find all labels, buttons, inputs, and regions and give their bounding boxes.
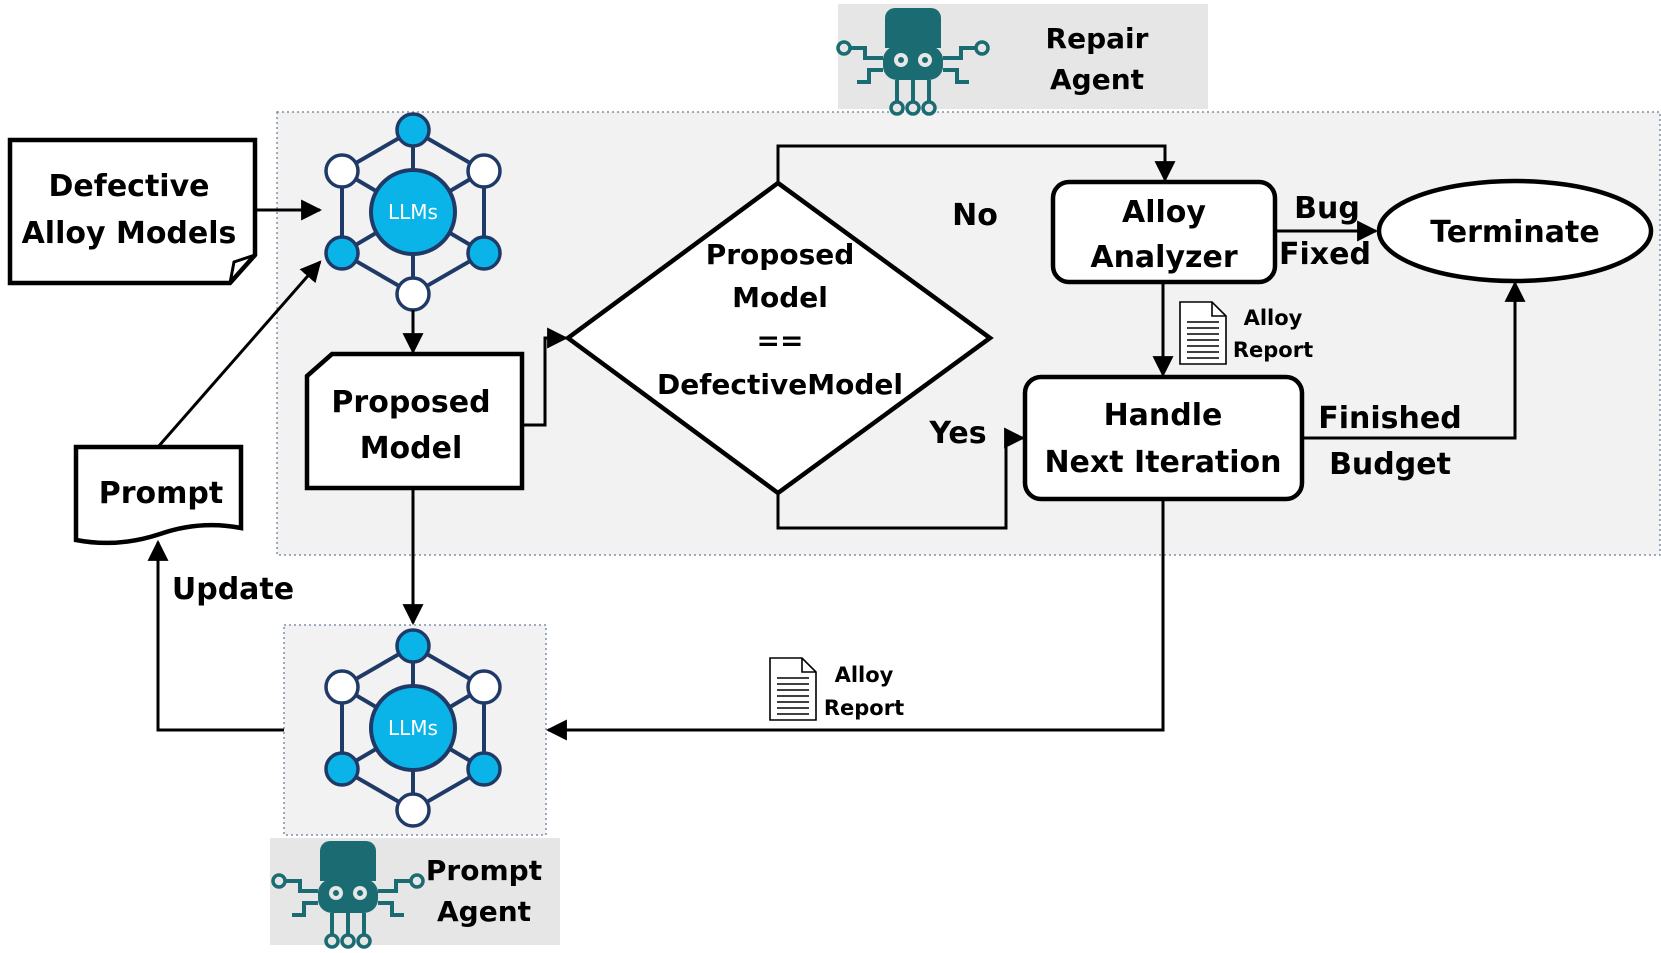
- defective-models-label-1: Defective: [49, 169, 210, 204]
- edge-label-budget: Budget: [1329, 447, 1451, 482]
- defective-models-label-2: Alloy Models: [22, 216, 237, 251]
- arrow-proposed-to-decision: [522, 327, 569, 427]
- edge-label-bug: Bug: [1294, 191, 1360, 226]
- proposed-model-label-1: Proposed: [331, 385, 490, 420]
- alloy-report-icon-top: [1179, 301, 1227, 365]
- llm-network-icon-bottom: LLMs: [324, 628, 502, 828]
- prompt-node: [73, 444, 244, 546]
- decision-label-3: ==: [757, 324, 804, 357]
- handle-next-iteration-node: [1022, 374, 1305, 502]
- decision-label-2: Model: [732, 281, 828, 314]
- arrow-handle-to-prompt-agent: [545, 499, 1165, 741]
- alloy-report-top-label-1: Alloy: [1244, 306, 1303, 330]
- prompt-agent-label-1: Prompt: [426, 854, 542, 887]
- arrow-prompt-to-llm: [156, 260, 322, 448]
- arrow-handle-to-terminate: [1302, 280, 1526, 440]
- defective-models-node: [7, 137, 258, 286]
- proposed-model-label-2: Model: [360, 431, 463, 466]
- terminate-label: Terminate: [1430, 215, 1599, 250]
- alloy-analyzer-label-1: Alloy: [1122, 195, 1206, 230]
- alloy-report-icon-bottom: [769, 657, 817, 721]
- arrow-decision-no-to-analyzer: [776, 144, 1176, 183]
- prompt-agent-label-2: Agent: [437, 895, 531, 928]
- proposed-model-node: [304, 351, 525, 491]
- edge-label-fixed: Fixed: [1279, 237, 1371, 272]
- edge-label-update: Update: [172, 572, 294, 607]
- edge-label-yes: Yes: [928, 416, 986, 451]
- decision-label-4: DefectiveModel: [657, 368, 903, 401]
- llm-label-top: LLMs: [388, 200, 438, 224]
- edge-label-no: No: [952, 198, 998, 233]
- prompt-label: Prompt: [99, 476, 223, 511]
- llm-label-bottom: LLMs: [388, 716, 438, 740]
- llm-network-icon-top: LLMs: [324, 112, 502, 312]
- repair-agent-label-1: Repair: [1046, 22, 1149, 55]
- alloy-report-bottom-label-1: Alloy: [835, 663, 894, 687]
- arrow-decision-yes-to-handle: [776, 427, 1026, 530]
- alloy-report-top-label-2: Report: [1233, 338, 1313, 362]
- repair-agent-label-2: Agent: [1050, 63, 1144, 96]
- alloy-report-bottom-label-2: Report: [824, 696, 904, 720]
- arrow-prompt-agent-update: [147, 539, 284, 732]
- alloy-analyzer-label-2: Analyzer: [1090, 240, 1237, 275]
- edge-label-finished: Finished: [1318, 401, 1461, 436]
- handle-next-label-2: Next Iteration: [1044, 445, 1281, 480]
- handle-next-label-1: Handle: [1104, 398, 1223, 433]
- decision-label-1: Proposed: [706, 238, 855, 271]
